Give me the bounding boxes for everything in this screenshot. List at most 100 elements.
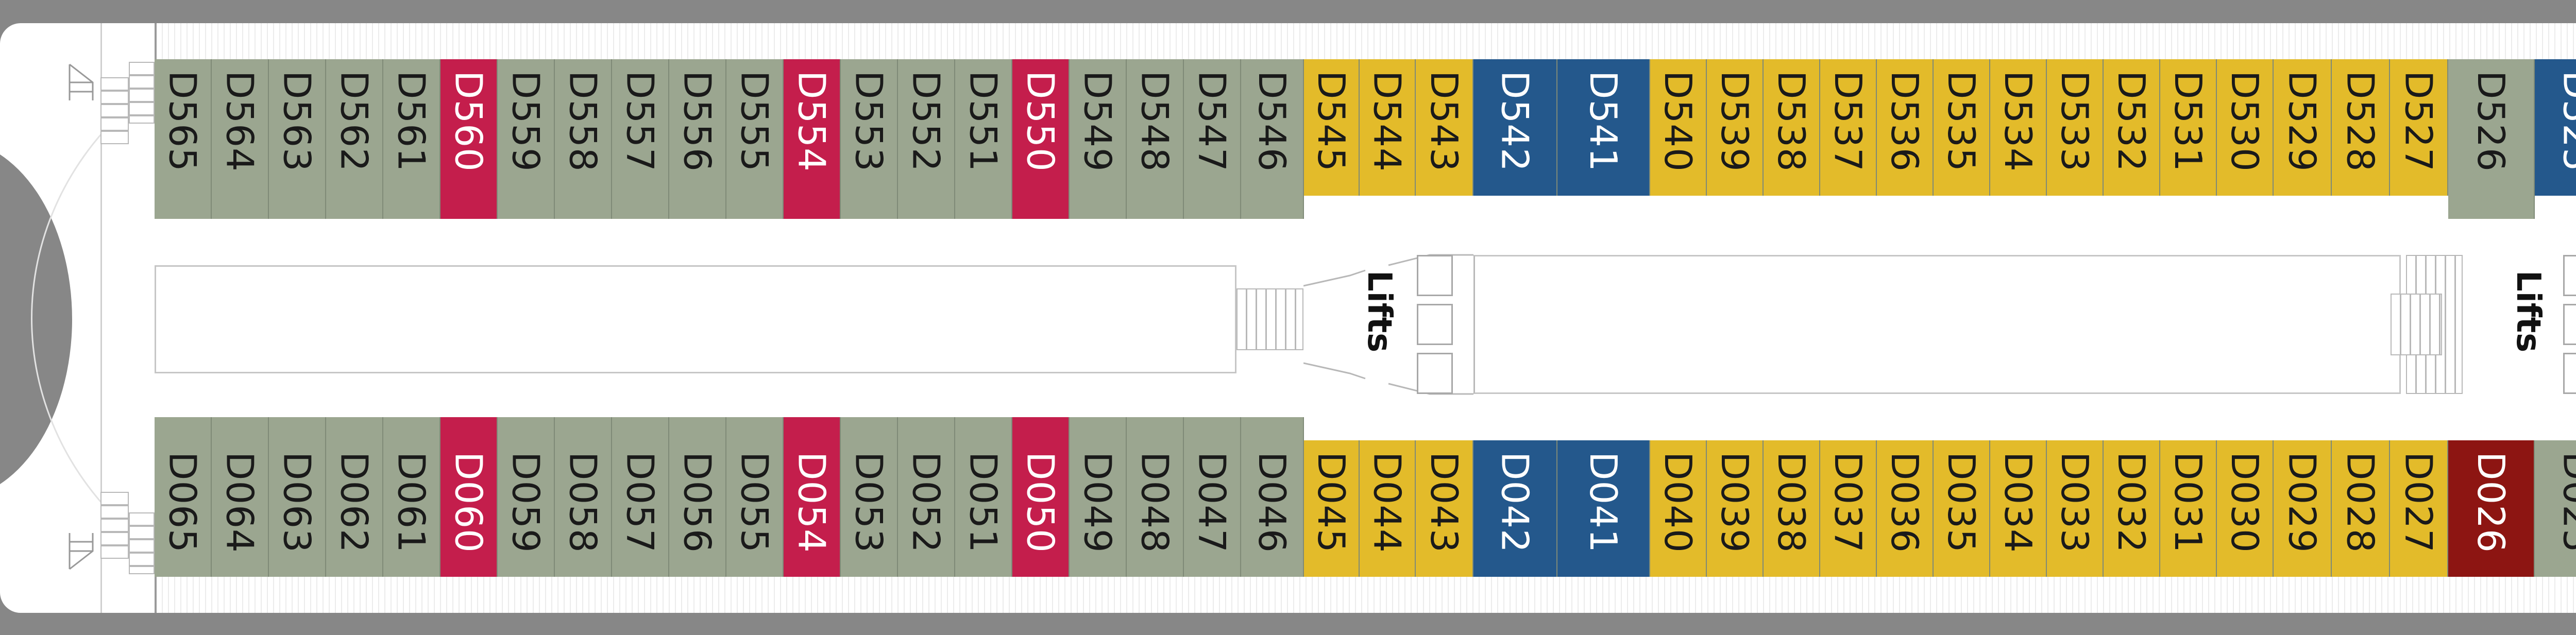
forward-stairs-top	[100, 77, 129, 144]
cabin-d053[interactable]: D053	[841, 417, 898, 577]
cabin-d046[interactable]: D046	[1241, 417, 1304, 577]
cabin-d045[interactable]: D045	[1304, 440, 1360, 577]
cabin-number: D054	[790, 452, 834, 553]
cabin-d561[interactable]: D561	[383, 59, 440, 219]
cabin-d557[interactable]: D557	[612, 59, 669, 219]
cabin-d528[interactable]: D528	[2332, 59, 2390, 196]
cabin-d035[interactable]: D035	[1934, 440, 1990, 577]
cabin-d056[interactable]: D056	[669, 417, 726, 577]
cabin-number: D541	[1582, 71, 1625, 172]
cabin-number: D557	[618, 71, 662, 172]
cabin-d543[interactable]: D543	[1416, 59, 1473, 196]
cabin-d029[interactable]: D029	[2274, 440, 2332, 577]
cabin-d527[interactable]: D527	[2390, 59, 2448, 196]
cabin-d036[interactable]: D036	[1877, 440, 1934, 577]
cabin-d558[interactable]: D558	[555, 59, 612, 219]
cabin-d049[interactable]: D049	[1070, 417, 1127, 577]
cabin-d051[interactable]: D051	[955, 417, 1012, 577]
cabin-d030[interactable]: D030	[2217, 440, 2274, 577]
cabin-d539[interactable]: D539	[1707, 59, 1764, 196]
cabin-d050[interactable]: D050	[1012, 417, 1070, 577]
cabin-d058[interactable]: D058	[555, 417, 612, 577]
cabin-d537[interactable]: D537	[1820, 59, 1877, 196]
cabin-d548[interactable]: D548	[1127, 59, 1184, 219]
cabin-d550[interactable]: D550	[1012, 59, 1070, 219]
cabin-d062[interactable]: D062	[326, 417, 383, 577]
cabin-number: D536	[1883, 71, 1926, 172]
cabin-d562[interactable]: D562	[326, 59, 383, 219]
cabin-number: D555	[733, 71, 776, 172]
cabin-d555[interactable]: D555	[726, 59, 784, 219]
cabin-d041[interactable]: D041	[1557, 440, 1650, 577]
cabin-d055[interactable]: D055	[726, 417, 784, 577]
cabin-d052[interactable]: D052	[898, 417, 955, 577]
cabin-d027[interactable]: D027	[2390, 440, 2448, 577]
cabin-d554[interactable]: D554	[784, 59, 841, 219]
cabin-number: D026	[2469, 452, 2513, 553]
cabin-d048[interactable]: D048	[1127, 417, 1184, 577]
cabin-d064[interactable]: D064	[212, 417, 269, 577]
cabin-d565[interactable]: D565	[155, 59, 212, 219]
cabin-d564[interactable]: D564	[212, 59, 269, 219]
cabin-d530[interactable]: D530	[2217, 59, 2274, 196]
cabin-d525[interactable]: D525	[2535, 59, 2576, 196]
cabin-number: D064	[218, 452, 262, 553]
cabin-d549[interactable]: D549	[1070, 59, 1127, 219]
forward-stairs-top-2	[129, 62, 155, 124]
cabin-d529[interactable]: D529	[2274, 59, 2332, 196]
mid-central-area	[1473, 255, 2401, 394]
cabin-d034[interactable]: D034	[1990, 440, 2047, 577]
cabin-d047[interactable]: D047	[1184, 417, 1241, 577]
cabin-d043[interactable]: D043	[1416, 440, 1473, 577]
cabin-d526[interactable]: D526	[2448, 59, 2535, 219]
cabin-d541[interactable]: D541	[1557, 59, 1650, 196]
cabin-d560[interactable]: D560	[440, 59, 498, 219]
cabin-d042[interactable]: D042	[1473, 440, 1557, 577]
cabin-d063[interactable]: D063	[269, 417, 326, 577]
cabin-d040[interactable]: D040	[1650, 440, 1707, 577]
cabin-d540[interactable]: D540	[1650, 59, 1707, 196]
cabin-d532[interactable]: D532	[2104, 59, 2160, 196]
cabin-d556[interactable]: D556	[669, 59, 726, 219]
cabin-d563[interactable]: D563	[269, 59, 326, 219]
cabin-number: D044	[1365, 452, 1409, 553]
cabin-d535[interactable]: D535	[1934, 59, 1990, 196]
cabin-d531[interactable]: D531	[2160, 59, 2217, 196]
cabin-d542[interactable]: D542	[1473, 59, 1557, 196]
cabin-d038[interactable]: D038	[1764, 440, 1820, 577]
cabin-d547[interactable]: D547	[1184, 59, 1241, 219]
cabin-number: D553	[847, 71, 891, 172]
cabin-d065[interactable]: D065	[155, 417, 212, 577]
cabin-number: D534	[1996, 71, 2040, 172]
cabin-d545[interactable]: D545	[1304, 59, 1360, 196]
cabin-d544[interactable]: D544	[1360, 59, 1416, 196]
cabin-d552[interactable]: D552	[898, 59, 955, 219]
cabin-d559[interactable]: D559	[498, 59, 555, 219]
cabin-d538[interactable]: D538	[1764, 59, 1820, 196]
forward-stairs-bottom	[100, 492, 129, 559]
cabin-d026[interactable]: D026	[2448, 440, 2535, 577]
cabin-d536[interactable]: D536	[1877, 59, 1934, 196]
cabin-d553[interactable]: D553	[841, 59, 898, 219]
aft-central-stairs-landing	[2391, 294, 2442, 355]
cabin-d032[interactable]: D032	[2104, 440, 2160, 577]
cabin-d037[interactable]: D037	[1820, 440, 1877, 577]
cabin-d044[interactable]: D044	[1360, 440, 1416, 577]
cabin-d028[interactable]: D028	[2332, 440, 2390, 577]
cabin-d533[interactable]: D533	[2047, 59, 2104, 196]
cabin-number: D056	[675, 452, 719, 553]
cabin-d534[interactable]: D534	[1990, 59, 2047, 196]
cabin-d057[interactable]: D057	[612, 417, 669, 577]
cabin-d054[interactable]: D054	[784, 417, 841, 577]
cabin-d059[interactable]: D059	[498, 417, 555, 577]
cabin-d025[interactable]: D025	[2535, 440, 2576, 577]
cabin-d033[interactable]: D033	[2047, 440, 2104, 577]
cabin-d546[interactable]: D546	[1241, 59, 1304, 219]
cabin-d061[interactable]: D061	[383, 417, 440, 577]
cabin-d060[interactable]: D060	[440, 417, 498, 577]
cabin-d551[interactable]: D551	[955, 59, 1012, 219]
cabin-d031[interactable]: D031	[2160, 440, 2217, 577]
forward-central-area	[155, 265, 1236, 373]
cabin-d039[interactable]: D039	[1707, 440, 1764, 577]
lift-car-icon	[2563, 255, 2576, 296]
